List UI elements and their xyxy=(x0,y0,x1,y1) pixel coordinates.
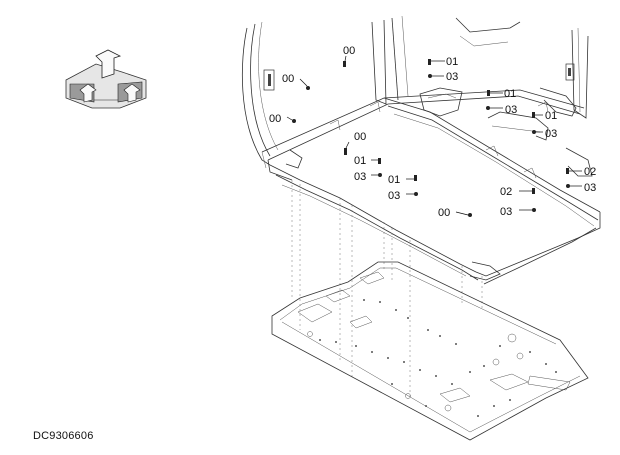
bolt xyxy=(406,175,417,181)
callout-label: 02 xyxy=(500,186,512,198)
callout-label: 00 xyxy=(354,131,366,143)
callout-label: 01 xyxy=(446,56,458,68)
orientation-arrow-icon xyxy=(65,49,147,109)
bolt xyxy=(455,211,472,217)
bolt xyxy=(371,173,382,177)
bolt xyxy=(519,188,535,194)
bolt xyxy=(344,141,350,155)
bolt xyxy=(532,112,543,118)
callout-label: 01 xyxy=(354,155,366,167)
callout-label: 00 xyxy=(343,45,355,57)
bolt xyxy=(343,55,347,67)
bolt xyxy=(532,130,543,134)
callout-label: 03 xyxy=(545,128,557,140)
callout-label: 01 xyxy=(388,174,400,186)
callout-label: 00 xyxy=(282,73,294,85)
bolt xyxy=(487,90,503,96)
bolt xyxy=(299,78,310,90)
bolt xyxy=(286,116,296,123)
callout-label: 00 xyxy=(438,207,450,219)
callout-label: 01 xyxy=(504,88,516,100)
bolt xyxy=(566,168,582,174)
callout-label: 00 xyxy=(269,113,281,125)
cab-frame xyxy=(241,15,601,285)
callout-label: 02 xyxy=(584,166,596,178)
bolt xyxy=(428,74,444,78)
callout-label: 03 xyxy=(354,171,366,183)
bolt xyxy=(519,208,536,212)
projection-lines xyxy=(291,180,483,400)
bolt xyxy=(371,158,381,164)
floor-plate xyxy=(271,261,589,441)
bolt xyxy=(428,59,445,65)
callout-label: 03 xyxy=(584,182,596,194)
fasteners xyxy=(286,55,582,217)
callout-labels: 00 00 00 01 03 01 03 01 03 00 01 03 01 0… xyxy=(269,45,596,219)
callout-label: 01 xyxy=(545,110,557,122)
bolt xyxy=(486,106,503,110)
callout-label: 03 xyxy=(500,206,512,218)
callout-label: 03 xyxy=(505,104,517,116)
callout-label: 03 xyxy=(388,190,400,202)
drawing-code: DC9306606 xyxy=(33,430,94,442)
bolt xyxy=(566,184,582,188)
bolt xyxy=(406,192,418,196)
callout-label: 03 xyxy=(446,71,458,83)
